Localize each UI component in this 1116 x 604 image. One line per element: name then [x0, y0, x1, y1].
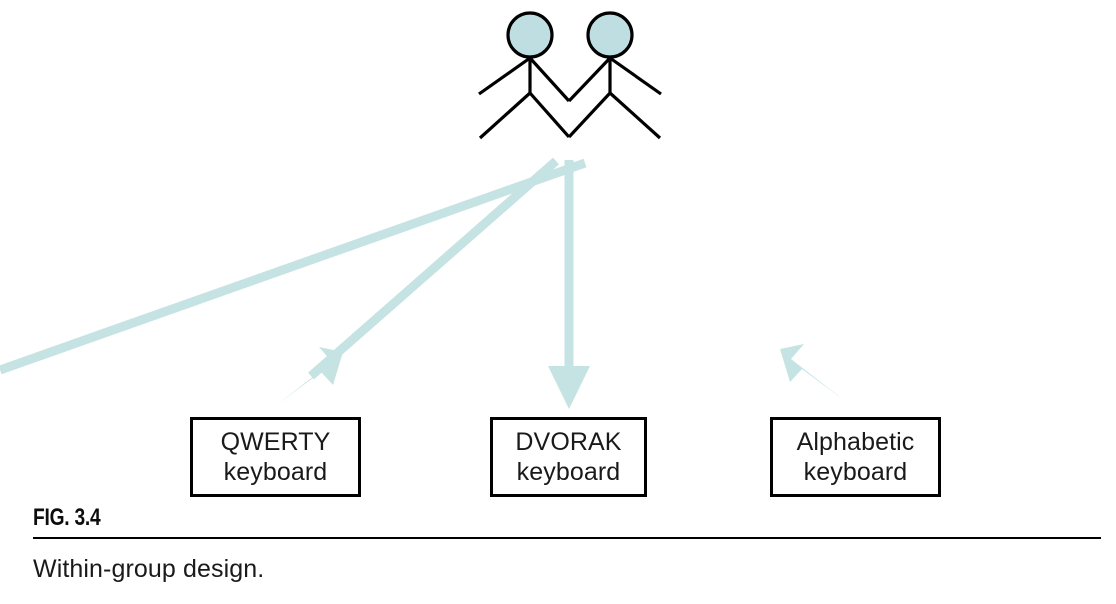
- caption-divider: [33, 537, 1101, 540]
- condition-box-dvorak[interactable]: DVORAK keyboard: [490, 417, 647, 497]
- arm-right-outer-icon: [609, 56, 662, 96]
- leg-right-inner-icon: [567, 91, 612, 139]
- condition-label-line1: Alphabetic: [796, 427, 915, 456]
- arrow-to-qwerty: [278, 157, 559, 404]
- condition-label-line2: keyboard: [516, 458, 621, 486]
- participant-right: [567, 11, 662, 140]
- condition-label-line2: keyboard: [223, 458, 328, 486]
- leg-left-inner-icon: [528, 91, 571, 139]
- participant-left: [478, 11, 571, 140]
- arrow-shaft-left-icon: [308, 157, 559, 380]
- figure-number: FIG. 3.4: [33, 504, 101, 531]
- arrow-head-right-icon: [780, 344, 845, 401]
- arrow-to-alphabetic: [0, 158, 845, 401]
- arrow-head-left-icon: [278, 347, 343, 404]
- head-right-icon: [586, 11, 634, 59]
- head-left-icon: [506, 11, 554, 59]
- condition-label-line2: keyboard: [803, 458, 908, 486]
- condition-label-line1: DVORAK: [515, 427, 622, 456]
- diagram-canvas: [0, 11, 845, 409]
- condition-box-qwerty[interactable]: QWERTY keyboard: [190, 417, 361, 497]
- arm-left-inner-icon: [528, 56, 571, 103]
- leg-left-outer-icon: [478, 91, 532, 140]
- participant-group: [478, 11, 662, 140]
- figure-caption-text: Within-group design.: [33, 555, 265, 584]
- arrow-to-dvorak: [548, 160, 590, 409]
- condition-box-alphabetic[interactable]: Alphabetic keyboard: [770, 417, 941, 497]
- figure-caption-block: FIG. 3.4 Within-group design.: [33, 504, 1101, 584]
- diagram-figure: QWERTY keyboard DVORAK keyboard Alphabet…: [0, 11, 941, 497]
- arm-right-inner-icon: [567, 56, 612, 103]
- arm-left-outer-icon: [478, 56, 531, 96]
- condition-label-line1: QWERTY: [220, 427, 331, 456]
- leg-right-outer-icon: [608, 91, 662, 140]
- arrow-head-middle-icon: [548, 366, 590, 409]
- arrow-shaft-right-icon: [0, 158, 587, 375]
